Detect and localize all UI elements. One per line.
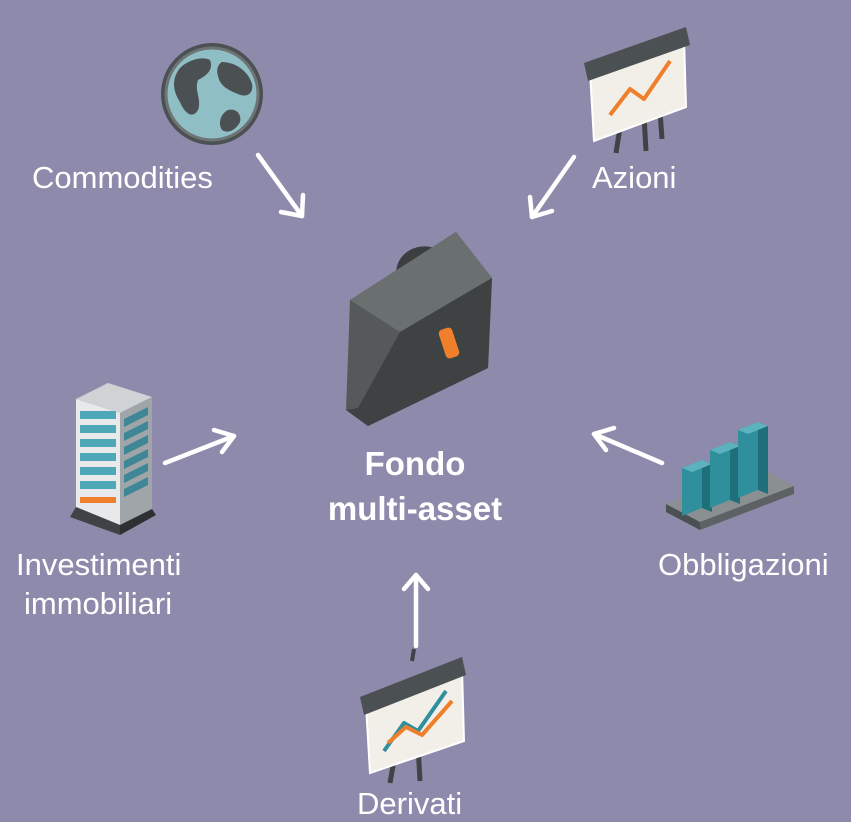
dual-line-chart-easel-icon [360,648,466,784]
globe-icon [161,43,263,145]
arrow-investimenti [162,427,237,466]
label-investimenti-line1: Investimenti [16,547,182,582]
arrow-obbligazioni [591,425,665,466]
briefcase-icon [346,232,492,426]
building-icon [70,383,156,535]
label-obbligazioni: Obbligazioni [658,547,829,582]
bar-blocks-icon [666,422,794,530]
arrow-commodities [255,152,306,219]
arrow-derivati [401,572,431,649]
label-commodities: Commodities [32,160,213,195]
label-azioni: Azioni [592,160,677,195]
label-investimenti-line2: immobiliari [24,586,173,621]
arrow-azioni [527,154,577,220]
label-derivati: Derivati [357,786,463,821]
center-title: Fondo multi-asset [300,441,530,531]
center-title-line2: multi-asset [327,490,503,527]
center-title-line1: Fondo [364,445,466,482]
chart-easel-icon [584,27,690,154]
